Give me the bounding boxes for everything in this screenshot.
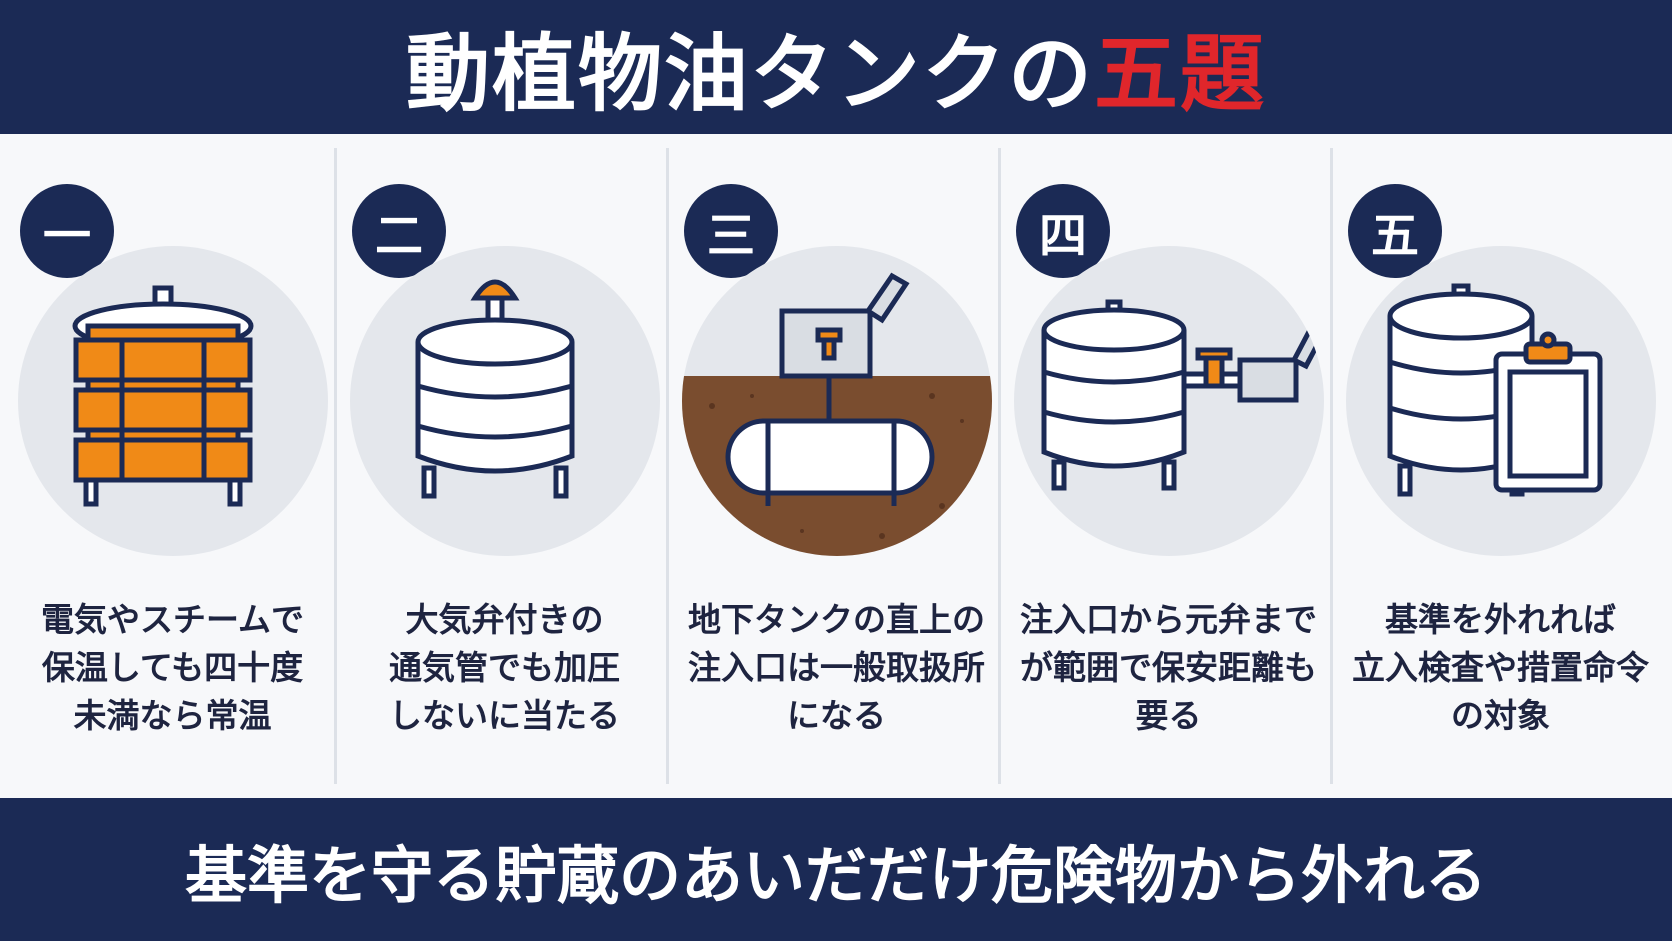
underground-tank-icon (682, 246, 992, 556)
panel-caption: 電気やスチームで 保温しても四十度 未満なら常温 (0, 596, 345, 740)
vented-tank-icon (350, 246, 660, 556)
caption-line: 大気弁付きの (405, 600, 604, 639)
tank-valve-icon (1014, 246, 1324, 556)
panel-3: 三 (664, 148, 992, 784)
panel-4: 四 注入口から元弁まで (996, 148, 1324, 784)
header-bar: 動植物油タンクの五題 (0, 0, 1672, 134)
panel-2: 二 大気弁付きの 通気管でも加圧 しないに当たる (332, 148, 660, 784)
footer-bar: 基準を守る貯蔵のあいだだけ危険物から外れる (0, 798, 1672, 941)
caption-line: 注入口から元弁まで (1020, 600, 1317, 639)
caption-line: 要る (1135, 696, 1202, 735)
panel-caption: 地下タンクの直上の 注入口は一般取扱所 になる (664, 596, 1009, 740)
panel-divider (334, 148, 337, 784)
panel-caption: 基準を外れれば 立入検査や措置命令 の対象 (1328, 596, 1672, 740)
number-badge: 一 (20, 184, 114, 278)
panels-area: 一 電気やスチームで 保温しても四十度 未満なら常 (0, 134, 1672, 798)
caption-line: 立入検査や措置命令 (1352, 648, 1649, 687)
heated-tank-icon (18, 246, 328, 556)
caption-line: 基準を外れれば (1385, 600, 1616, 639)
footer-message: 基準を守る貯蔵のあいだだけ危険物から外れる (184, 838, 1487, 912)
caption-line: 未満なら常温 (73, 696, 272, 735)
caption-line: 保温しても四十度 (41, 648, 304, 687)
tank-clipboard-icon (1346, 246, 1656, 556)
caption-line: 注入口は一般取扱所 (688, 648, 985, 687)
caption-line: 電気やスチームで (40, 600, 304, 639)
panel-divider (998, 148, 1001, 784)
panel-5: 五 基準を外れれば 立入検査や措置命令 (1328, 148, 1656, 784)
title-main: 動植物油タンクの (405, 24, 1094, 123)
page-title: 動植物油タンクの五題 (406, 7, 1266, 128)
title-accent: 五題 (1094, 24, 1267, 123)
panel-divider (666, 148, 669, 784)
number-badge: 五 (1348, 184, 1442, 278)
number-badge: 二 (352, 184, 446, 278)
caption-line: が範囲で保安距離も (1020, 648, 1317, 687)
number-badge: 三 (684, 184, 778, 278)
caption-line: 地下タンクの直上の (688, 600, 985, 639)
number-badge: 四 (1016, 184, 1110, 278)
caption-line: になる (787, 696, 886, 735)
caption-line: しないに当たる (389, 696, 620, 735)
caption-line: 通気管でも加圧 (389, 648, 620, 687)
panel-divider (1330, 148, 1333, 784)
panel-caption: 注入口から元弁まで が範囲で保安距離も 要る (996, 596, 1341, 740)
caption-line: の対象 (1451, 696, 1550, 735)
panel-caption: 大気弁付きの 通気管でも加圧 しないに当たる (332, 596, 677, 740)
panel-1: 一 電気やスチームで 保温しても四十度 未満なら常 (0, 148, 328, 784)
